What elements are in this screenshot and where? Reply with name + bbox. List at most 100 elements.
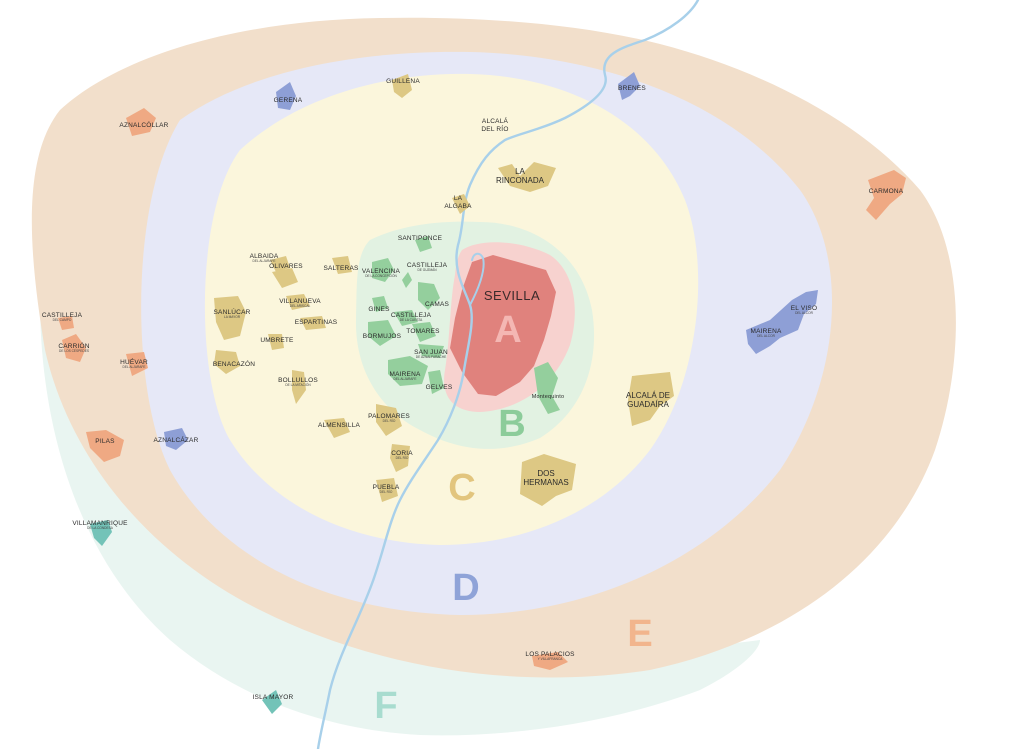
sanlucar-shape bbox=[214, 296, 246, 340]
mairena-alcor-shape bbox=[746, 290, 818, 354]
zone-e-label: E bbox=[627, 613, 652, 655]
olivares-label: OLIVARES bbox=[269, 263, 303, 270]
mairena-aljarafe-shape bbox=[388, 356, 428, 386]
san-juan-shape bbox=[418, 344, 444, 358]
camas-label: CAMAS bbox=[425, 301, 450, 308]
castilleja-cuesta-label: CASTILLEJA bbox=[391, 312, 432, 319]
isla-mayor-label: ISLA MAYOR bbox=[253, 694, 294, 701]
villanueva-label: VILLANUEVA bbox=[279, 298, 321, 305]
rinconada-label-1: LA bbox=[515, 167, 525, 176]
gines-label: GINES bbox=[368, 306, 390, 313]
tomares-shape bbox=[412, 322, 436, 342]
san-juan-label: SAN JUAN bbox=[414, 349, 448, 356]
santiponce-shape bbox=[415, 236, 432, 252]
sevilla-label: SEVILLA bbox=[484, 288, 540, 303]
villamanrique-shape bbox=[90, 520, 112, 546]
santiponce-label: SANTIPONCE bbox=[398, 235, 443, 242]
mairena-alcor-label: MAIRENA bbox=[750, 328, 781, 335]
carrion-shape bbox=[62, 334, 86, 362]
guillena-label: GUILLENA bbox=[386, 78, 420, 85]
pilas-shape bbox=[86, 430, 124, 462]
algaba-label-2: ALGABA bbox=[444, 203, 472, 210]
puebla-sublabel: DEL RÍO bbox=[380, 490, 393, 494]
aznalcazar-label: AZNALCÁZAR bbox=[154, 435, 199, 444]
mairena-alcor-sublabel: DEL ALCOR bbox=[757, 334, 775, 338]
mairena-aljarafe-label: MAIRENA bbox=[389, 371, 420, 378]
canal-alfonso-xiii bbox=[469, 252, 485, 306]
almensilla-label: ALMENSILLA bbox=[318, 422, 361, 429]
dos-hermanas-shape bbox=[520, 454, 576, 506]
carrion-label: CARRIÓN bbox=[58, 341, 89, 350]
zone-a-label: A bbox=[494, 309, 521, 351]
aznalcollar-label: AZNALCÓLLAR bbox=[119, 120, 168, 129]
villamanrique-label: VILLAMANRIQUE bbox=[72, 520, 128, 527]
dos-hermanas-label-1: DOS bbox=[537, 469, 554, 478]
rinconada-shape bbox=[498, 162, 556, 192]
pilas-label: PILAS bbox=[95, 438, 115, 445]
castilleja-cuesta-sublabel: DE LA CUESTA bbox=[400, 318, 423, 322]
benacazon-shape bbox=[214, 350, 240, 374]
alcala-rio-label-1: ALCALÁ bbox=[482, 116, 509, 125]
espartinas-shape bbox=[300, 316, 326, 330]
albaida-shape bbox=[270, 256, 290, 272]
benacazon-label: BENACAZÓN bbox=[213, 359, 255, 368]
salteras-label: SALTERAS bbox=[323, 265, 359, 272]
villanueva-sublabel: DEL ARISCAL bbox=[290, 304, 311, 308]
guadalquivir-river bbox=[316, 0, 700, 749]
castilleja-guzman-shape bbox=[402, 272, 412, 288]
tomares-label: TOMARES bbox=[406, 328, 440, 335]
salteras-shape bbox=[332, 256, 352, 274]
zone-f-label: F bbox=[374, 685, 397, 727]
castilleja-campo-shape bbox=[58, 316, 74, 330]
aznalcollar-shape bbox=[126, 108, 156, 136]
gines-shape bbox=[372, 296, 388, 312]
san-juan-sublabel: DE AZNALFARACHE bbox=[416, 355, 446, 359]
camas-shape bbox=[418, 282, 440, 310]
alcala-guadaira-label-2: GUADAÍRA bbox=[627, 400, 669, 409]
sanlucar-sublabel: LA MAYOR bbox=[224, 315, 241, 319]
puebla-label: PUEBLA bbox=[373, 484, 400, 491]
sanlucar-label: SANLÚCAR bbox=[214, 307, 251, 316]
umbrete-label: UMBRETE bbox=[260, 337, 294, 344]
puebla-shape bbox=[376, 478, 398, 502]
montequinto-label: Montequinto bbox=[532, 394, 564, 400]
los-palacios-shape bbox=[532, 652, 568, 670]
coria-label: CORIA bbox=[391, 450, 413, 457]
brenes-shape bbox=[618, 72, 640, 100]
albaida-label: ALBAIDA bbox=[250, 253, 279, 260]
castilleja-campo-sublabel: DEL CAMPO bbox=[53, 318, 72, 322]
los-palacios-sublabel: Y VILLAFRANCA bbox=[538, 657, 564, 661]
bollullos-shape bbox=[292, 370, 306, 404]
zone-b-label: B bbox=[498, 403, 525, 445]
gelves-label: GELVES bbox=[426, 384, 453, 391]
almensilla-shape bbox=[324, 418, 350, 438]
carmona-shape bbox=[866, 170, 906, 220]
coria-sublabel: DEL RÍO bbox=[396, 456, 409, 460]
castilleja-cuesta-shape bbox=[394, 310, 418, 326]
brenes-label: BRENES bbox=[618, 85, 646, 92]
alcala-guadaira-label-1: ALCALÁ DE bbox=[626, 391, 670, 400]
valencina-sublabel: DE LA CONCEPCIÓN bbox=[365, 273, 397, 278]
palomares-shape bbox=[376, 404, 402, 436]
coria-shape bbox=[390, 444, 410, 472]
olivares-shape bbox=[272, 268, 298, 288]
montequinto-shape bbox=[534, 362, 560, 414]
aznalcazar-shape bbox=[164, 428, 188, 450]
huevar-sublabel: DEL ALJARAFE bbox=[123, 365, 146, 369]
huevar-shape bbox=[126, 352, 148, 376]
bormujos-shape bbox=[368, 320, 396, 346]
zone-d-label: D bbox=[452, 567, 479, 609]
alcala-guadaira-shape bbox=[628, 372, 674, 426]
dos-hermanas-label-2: HERMANAS bbox=[523, 478, 568, 487]
gelves-shape bbox=[428, 370, 444, 394]
villamanrique-sublabel: DE LA CONDESA bbox=[87, 526, 114, 530]
carrion-sublabel: DE LOS CÉSPEDES bbox=[59, 348, 89, 353]
algaba-label-1: LA bbox=[454, 195, 463, 202]
umbrete-shape bbox=[268, 334, 284, 350]
guillena-shape bbox=[392, 74, 412, 98]
castilleja-guzman-label: CASTILLEJA bbox=[407, 262, 448, 269]
zone-c-label: C bbox=[448, 467, 475, 509]
alcala-rio-label-2: DEL RÍO bbox=[481, 124, 508, 133]
villanueva-shape bbox=[286, 294, 310, 310]
